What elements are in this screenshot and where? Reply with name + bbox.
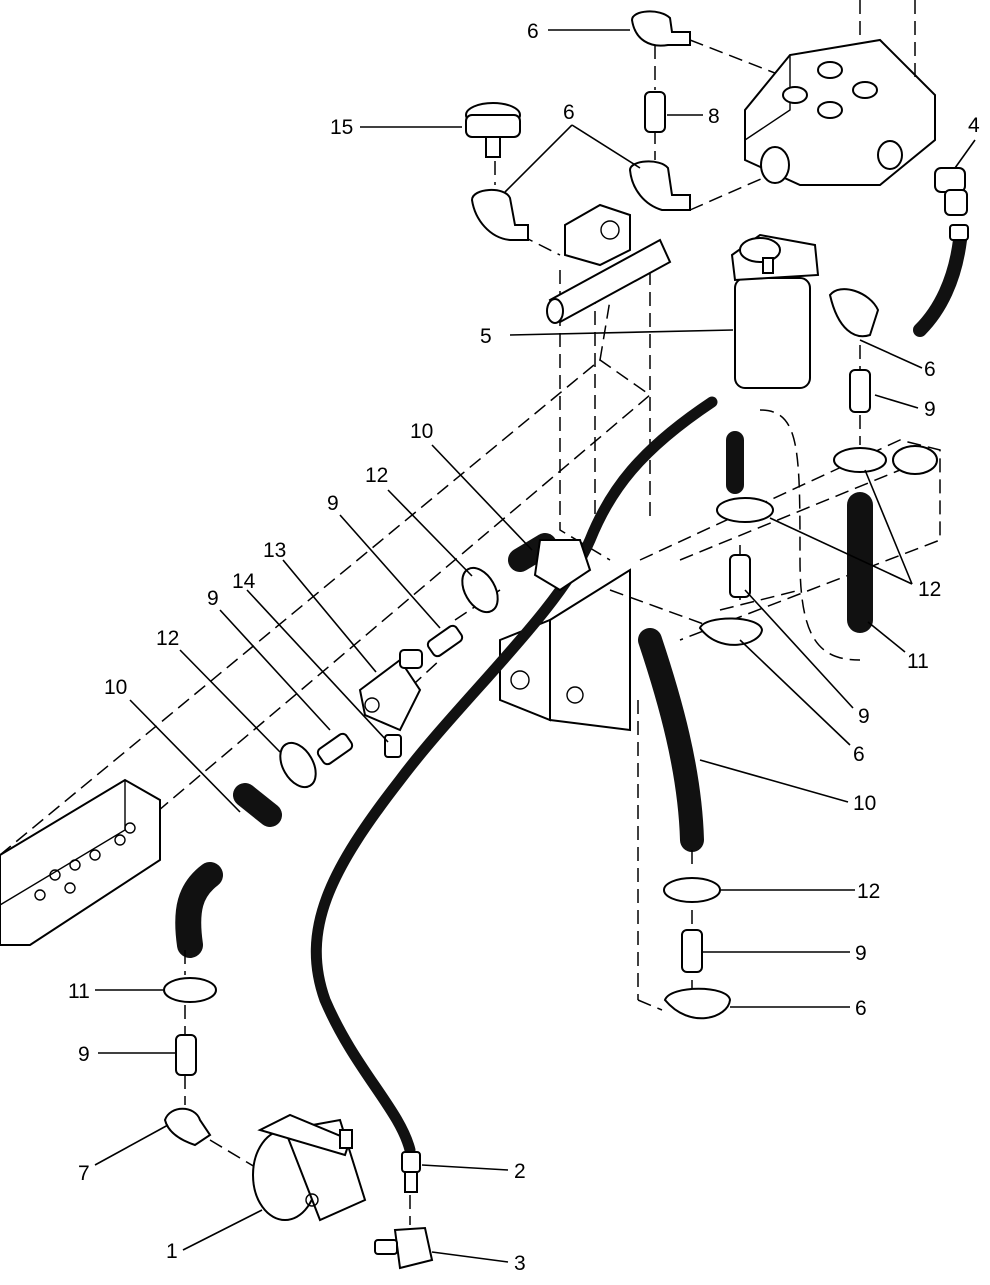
callout-1: 1: [166, 1240, 178, 1263]
hose-clamps: [163, 447, 887, 1003]
elbow-fittings: [163, 10, 880, 1147]
callout-6-lower: 6: [855, 997, 867, 1020]
callout-3: 3: [514, 1252, 526, 1275]
callout-9-center: 9: [327, 492, 339, 515]
leader-lines: [94, 29, 976, 1263]
callout-7: 7: [78, 1162, 90, 1185]
callout-2: 2: [514, 1160, 526, 1183]
fitting-4: [934, 167, 969, 241]
callout-6-filter: 6: [924, 358, 936, 381]
hoses: [175, 233, 967, 1156]
callout-6-top: 6: [527, 20, 539, 43]
callout-11-right: 11: [907, 650, 929, 673]
callout-9-upper-right: 9: [924, 398, 936, 421]
callout-10-left: 10: [104, 676, 127, 699]
callout-4: 4: [968, 114, 980, 137]
callout-labels: 1 2 3 4 5 6 6 6 6 6 7 8 9 9 9 9 9 9 10 1…: [68, 20, 980, 1275]
control-valve: [744, 0, 936, 186]
callout-9-lower-left: 9: [78, 1043, 90, 1066]
misc-parts: [358, 102, 938, 758]
callout-8: 8: [708, 105, 720, 128]
hose-bend-left: [175, 862, 223, 958]
callout-15: 15: [330, 116, 353, 139]
callout-9-middle-right: 9: [858, 705, 870, 728]
hose-from-fitting-4: [913, 233, 967, 337]
callout-12-right: 12: [918, 578, 941, 601]
nipple-fittings: [175, 91, 871, 1076]
callout-5: 5: [480, 325, 492, 348]
callout-14: 14: [232, 570, 256, 593]
callout-12-top: 12: [365, 464, 388, 487]
long-hose-line: [310, 396, 718, 1156]
callout-6-upper: 6: [563, 101, 575, 124]
callout-9-left: 9: [207, 587, 219, 610]
callout-12-lower: 12: [857, 880, 880, 903]
callout-10-top: 10: [410, 420, 433, 443]
callout-12-left: 12: [156, 627, 179, 650]
frame-structure: [0, 203, 941, 946]
callout-13: 13: [263, 539, 286, 562]
callout-6-middle: 6: [853, 743, 865, 766]
fuel-pump-1: [252, 1113, 367, 1222]
hose-10-right: [638, 628, 704, 852]
callout-9-lower-right: 9: [855, 942, 867, 965]
fitting-2-and-elbow-3: [374, 1151, 434, 1270]
hose-10-left: [233, 783, 282, 827]
callout-10-right: 10: [853, 792, 876, 815]
filter-5: [730, 233, 820, 389]
callout-11-left: 11: [68, 980, 90, 1003]
